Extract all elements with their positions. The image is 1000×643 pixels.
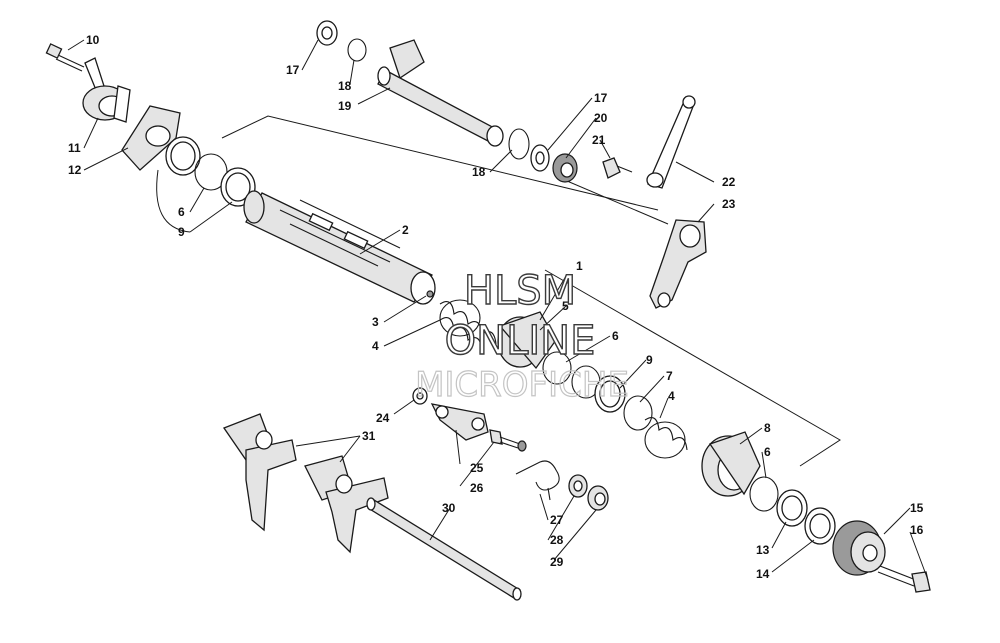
part-cam-8 — [701, 431, 761, 497]
callout-24: 24 — [376, 411, 390, 425]
part-circlip-6-mid — [542, 351, 572, 385]
part-washer-28 — [568, 474, 588, 498]
callout-6-mid: 6 — [612, 329, 619, 343]
part-washer-17-mid — [530, 144, 550, 172]
callout-14: 14 — [756, 567, 770, 581]
part-circlip-6-right — [749, 476, 779, 512]
callout-25: 25 — [470, 461, 484, 475]
callout-4-upper: 4 — [372, 339, 379, 353]
callout-28: 28 — [550, 533, 564, 547]
part-spring-4-upper — [439, 299, 497, 351]
callout-30: 30 — [442, 501, 456, 515]
callout-27: 27 — [550, 513, 564, 527]
callout-15: 15 — [910, 501, 924, 515]
callout-21: 21 — [592, 133, 606, 147]
callout-16: 16 — [910, 523, 924, 537]
callout-18-top: 18 — [338, 79, 352, 93]
part-washer-24 — [412, 387, 428, 405]
callout-1: 1 — [576, 259, 583, 273]
part-collar-29 — [587, 485, 609, 511]
part-pin-3 — [426, 290, 434, 298]
part-shift-fork-31-a — [222, 413, 297, 532]
part-circlip-18-mid — [508, 128, 530, 160]
callout-9-left: 9 — [178, 225, 185, 239]
callout-29: 29 — [550, 555, 564, 569]
callout-31: 31 — [362, 429, 376, 443]
callout-13: 13 — [756, 543, 770, 557]
part-bolt-10 — [45, 43, 85, 72]
part-fork-shaft-30 — [366, 497, 522, 601]
part-plate-25 — [430, 403, 489, 441]
callout-3: 3 — [372, 315, 379, 329]
assembly-frame-link — [559, 177, 669, 225]
callout-8: 8 — [764, 421, 771, 435]
part-bearing-20 — [552, 153, 578, 183]
part-spring-27 — [515, 460, 560, 501]
part-plate-12 — [121, 105, 181, 171]
callout-17-mid: 17 — [594, 91, 608, 105]
assembly-frame-right — [544, 269, 841, 467]
part-washer-17-top — [316, 20, 338, 46]
part-shift-arm-23 — [649, 219, 707, 309]
callout-2: 2 — [402, 223, 409, 237]
callout-12: 12 — [68, 163, 82, 177]
callout-20: 20 — [594, 111, 608, 125]
part-gear-15 — [832, 520, 886, 576]
watermark-line-2: ONLINE — [445, 318, 596, 364]
callout-6-right: 6 — [764, 445, 771, 459]
part-stopper-5 — [497, 311, 557, 370]
part-ring-6-left — [165, 136, 201, 176]
callout-11: 11 — [68, 141, 81, 155]
part-shift-drum-2 — [243, 190, 436, 305]
callout-5: 5 — [562, 299, 569, 313]
part-washer-13 — [776, 489, 808, 527]
callout-26: 26 — [470, 481, 484, 495]
leader-lines — [67, 39, 929, 581]
callout-17-top: 17 — [286, 63, 300, 77]
part-bolt-26 — [489, 429, 527, 452]
part-bolt-21 — [602, 157, 633, 179]
callout-22: 22 — [722, 175, 736, 189]
part-sensor-11 — [82, 57, 131, 123]
part-bolt-16 — [877, 565, 931, 593]
callout-9-mid: 9 — [646, 353, 653, 367]
callout-19: 19 — [338, 99, 352, 113]
part-circlip-18-top — [347, 38, 367, 62]
watermark-line-1: HLSM — [464, 268, 576, 314]
part-link-22 — [646, 95, 696, 189]
callout-18-mid: 18 — [472, 165, 486, 179]
callout-6-left: 6 — [178, 205, 185, 219]
callout-7: 7 — [666, 369, 673, 383]
callout-4-lower: 4 — [668, 389, 675, 403]
callout-10: 10 — [86, 33, 100, 47]
part-shift-fork-31-b — [304, 455, 389, 554]
assembly-frame — [221, 115, 659, 211]
part-shift-shaft-19 — [377, 39, 504, 147]
callout-23: 23 — [722, 197, 736, 211]
part-ring-7 — [623, 395, 653, 431]
part-washer-14 — [804, 507, 836, 545]
part-spring-4-lower — [644, 417, 688, 459]
watermark-line-3: MICROFICHE — [415, 365, 629, 405]
part-ring-9-mid — [594, 375, 626, 413]
